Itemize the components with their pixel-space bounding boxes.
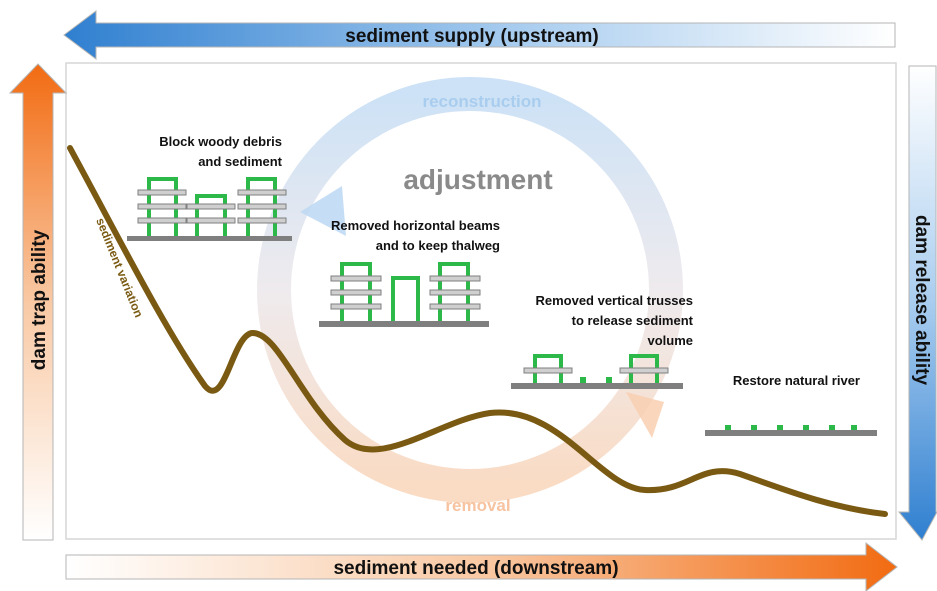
sediment-needed-arrow: sediment needed (downstream): [65, 541, 898, 591]
adjustment-cycle: reconstruction removal adjustment: [257, 77, 683, 515]
stage-3-label-line1: Removed vertical trusses: [535, 293, 693, 308]
cycle-adjustment-label: adjustment: [403, 164, 552, 195]
stage-2-label-line1: Removed horizontal beams: [331, 218, 500, 233]
stage-1-label-line2: and sediment: [198, 154, 282, 169]
cycle-removal-label: removal: [445, 496, 510, 515]
stage-3-stubs: [580, 377, 612, 383]
dam-trap-label: dam trap ability: [29, 229, 50, 370]
cycle-ring: [257, 77, 683, 503]
stage-3-check-dam: Removed vertical trusses to release sedi…: [511, 293, 694, 389]
stage-2-label-line2: and to keep thalweg: [376, 238, 500, 253]
sediment-supply-arrow: sediment supply (upstream): [63, 10, 896, 60]
stage-3-label-line2: to release sediment: [572, 313, 694, 328]
stage-4-stubs: [725, 425, 857, 430]
stage-1-beams: [137, 189, 287, 224]
cycle-reconstruction-label: reconstruction: [422, 92, 541, 111]
stage-2-check-dam: Removed horizontal beams and to keep tha…: [319, 218, 500, 327]
stage-4-label: Restore natural river: [733, 373, 860, 388]
stage-3-ground: [511, 383, 683, 389]
sediment-supply-label: sediment supply (upstream): [345, 26, 598, 47]
diagram-panel: [65, 62, 897, 540]
stage-3-label-line3: volume: [647, 333, 693, 348]
dam-release-label: dam release ability: [911, 215, 932, 385]
stage-1-label-line1: Block woody debris: [159, 134, 282, 149]
stage-1-frame-mid: [195, 194, 227, 236]
stage-1-ground: [127, 236, 292, 241]
cycle-arrowhead-top: [300, 186, 346, 236]
sediment-variation-curve: [67, 145, 888, 517]
stage-1-check-dam: Block woody debris and sediment: [127, 134, 292, 241]
stage-4-ground: [705, 430, 877, 436]
cycle-arrowhead-bottom: [626, 392, 664, 438]
stage-2-beams: [330, 275, 481, 310]
stage-2-ground: [319, 321, 489, 327]
dam-trap-arrow: dam trap ability: [8, 63, 68, 541]
dam-release-arrow: dam release ability: [897, 65, 937, 541]
sediment-needed-label: sediment needed (downstream): [333, 558, 618, 579]
stage-4-natural-river: Restore natural river: [705, 373, 877, 436]
stage-3-beams: [523, 367, 669, 374]
